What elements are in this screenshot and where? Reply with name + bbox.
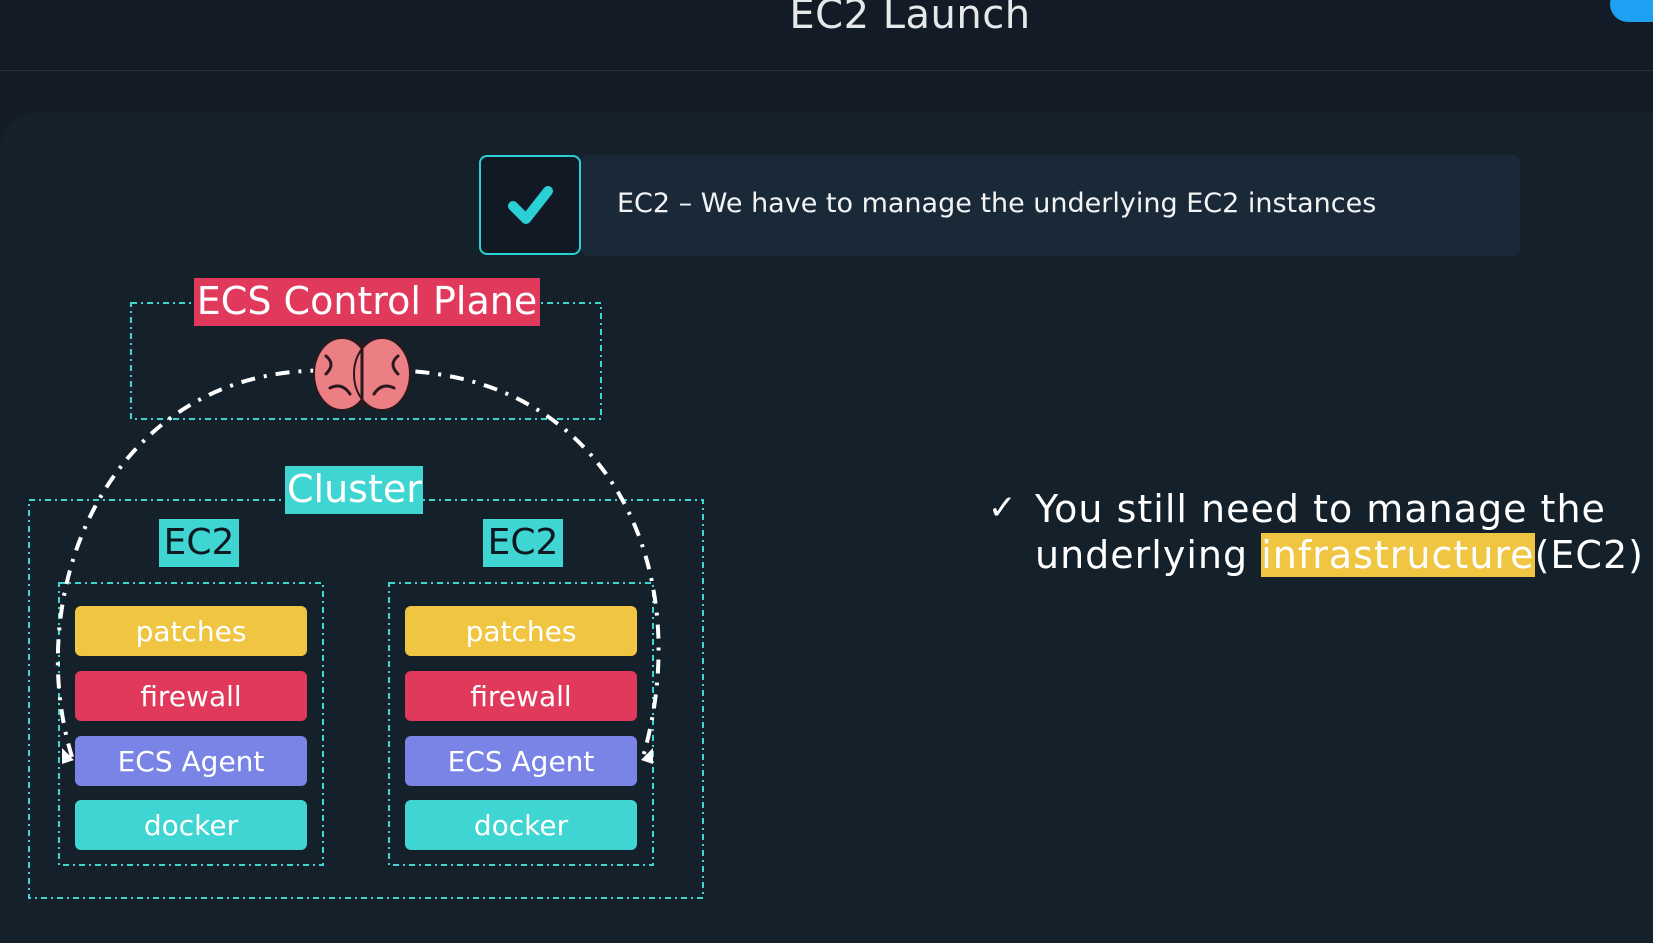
ec2-box-left (58, 582, 324, 866)
layer-firewall-left: firewall (75, 671, 307, 721)
brain-icon (313, 337, 411, 411)
layer-ecs-agent-right: ECS Agent (405, 736, 637, 786)
arrow-left (62, 748, 74, 764)
note-line-2-suffix: (EC2) (1534, 533, 1644, 577)
layer-ecs-agent-left: ECS Agent (75, 736, 307, 786)
note-text: You still need to manage the underlying … (1035, 486, 1644, 578)
note-line-2-prefix: underlying (1035, 533, 1262, 577)
note-line-2: underlying infrastructure(EC2) (1035, 532, 1644, 578)
layer-patches-left: patches (75, 606, 307, 656)
page-title: EC2 Launch (789, 0, 1031, 38)
note-check-mark: ✓ (988, 488, 1017, 528)
ecs-diagram: ECS Control Plane Cluster EC2 EC2 patche… (0, 0, 720, 943)
layer-patches-right: patches (405, 606, 637, 656)
control-plane-label: ECS Control Plane (194, 278, 540, 326)
banner (580, 155, 1520, 256)
banner-check-box (479, 155, 581, 255)
note-line-1: You still need to manage the (1035, 487, 1606, 531)
note-highlight: infrastructure (1261, 533, 1535, 577)
diagram-lines (28, 302, 704, 899)
arrow-right (641, 748, 653, 764)
ec2-label-left: EC2 (159, 519, 239, 567)
layer-firewall-right: firewall (405, 671, 637, 721)
layer-docker-right: docker (405, 800, 637, 850)
banner-text: EC2 – We have to manage the underlying E… (617, 188, 1377, 219)
ec2-box-right (388, 582, 654, 866)
header: EC2 Launch (0, 0, 1653, 71)
layer-docker-left: docker (75, 800, 307, 850)
ec2-label-right: EC2 (483, 519, 563, 567)
checkmark-icon (508, 186, 553, 224)
cluster-label: Cluster (285, 466, 423, 514)
corner-logo (1610, 0, 1653, 22)
